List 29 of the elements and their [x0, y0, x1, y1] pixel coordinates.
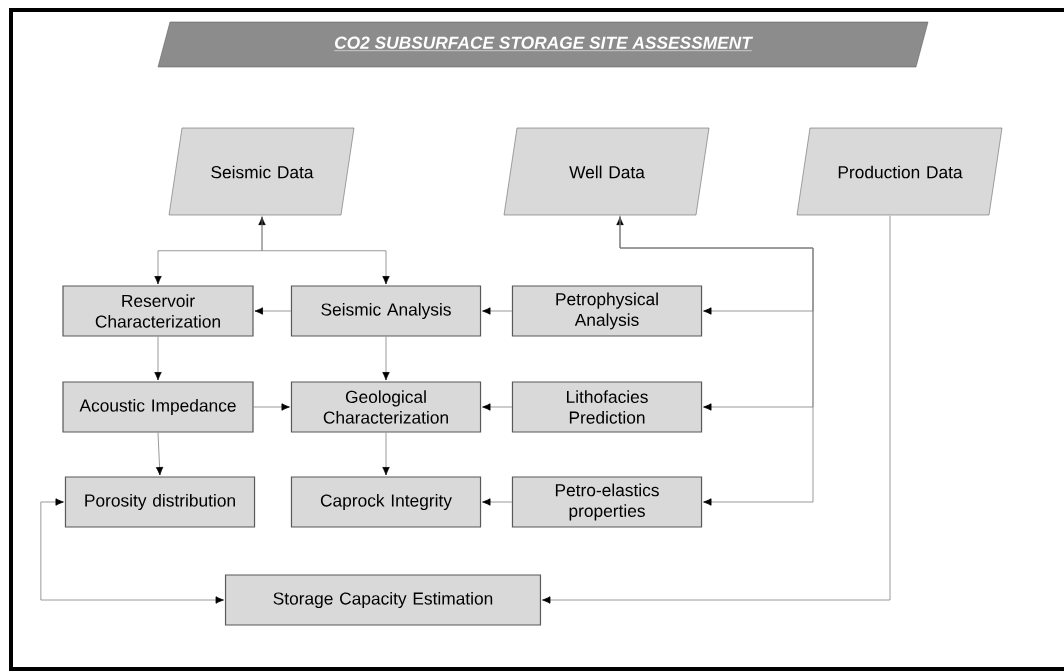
arrow — [482, 307, 513, 315]
process-box: Petro-elastics properties — [511, 476, 703, 528]
title-banner: CO2 SUBSURFACE STORAGE SITE ASSESSMENT — [157, 21, 929, 68]
process-box: Lithofacies Prediction — [511, 381, 703, 433]
process-box: Caprock Integrity — [290, 476, 482, 528]
arrow — [482, 498, 513, 506]
process-box: Storage Capacity Estimation — [224, 574, 542, 626]
process-box: Seismic Analysis — [290, 285, 482, 337]
process-box: Porosity distribution — [64, 476, 256, 528]
arrow — [253, 403, 290, 411]
data-parallelogram: Seismic Data — [168, 127, 355, 216]
arrow — [154, 336, 162, 381]
arrow — [382, 336, 390, 381]
arrow — [542, 215, 891, 604]
data-parallelogram: Well Data — [503, 127, 710, 216]
arrow — [482, 403, 513, 411]
arrow — [154, 216, 266, 285]
arrow — [616, 216, 814, 315]
process-box: Petrophysical Analysis — [511, 285, 703, 337]
process-box: Acoustic Impedance — [62, 381, 254, 433]
data-parallelogram: Production Data — [796, 127, 1003, 216]
arrow — [254, 307, 292, 315]
arrow — [619, 215, 814, 506]
arrow — [382, 432, 390, 476]
arrow — [40, 498, 224, 604]
arrow — [261, 215, 390, 285]
arrow — [155, 432, 164, 476]
process-box: Reservoir Characterization — [62, 285, 254, 337]
process-box: Geological Characterization — [290, 381, 482, 433]
